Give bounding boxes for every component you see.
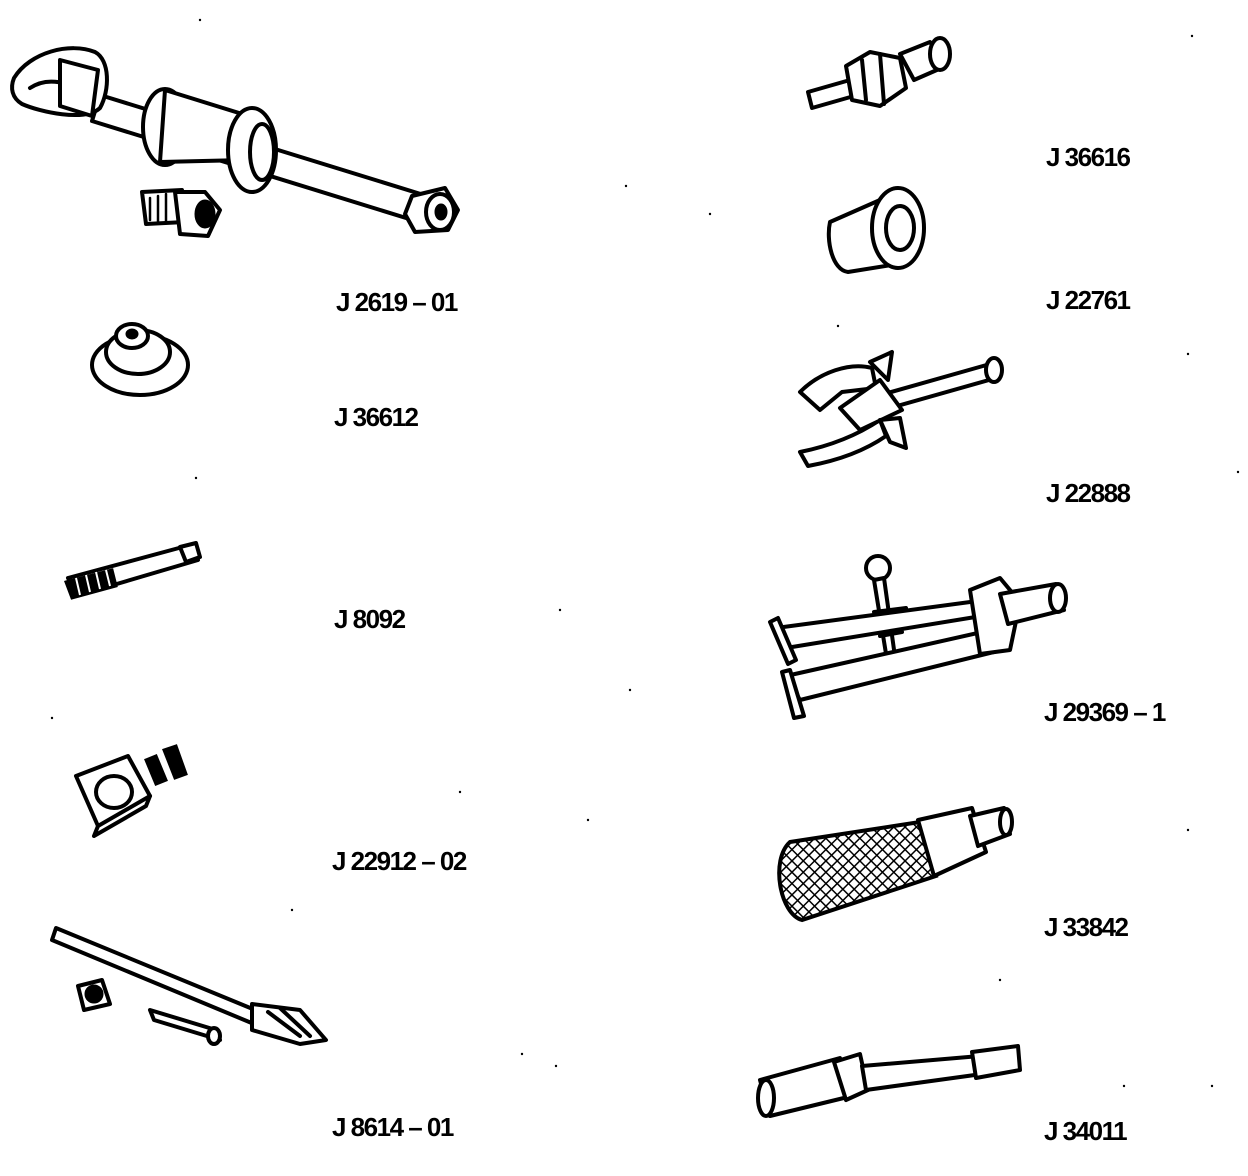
washer-adapter-drawing: [90, 322, 190, 397]
knurled-driver-drawing: [777, 806, 1014, 923]
tool-label-j8092: J 8092: [334, 604, 406, 634]
tool-label-j34011: J 34011: [1044, 1116, 1128, 1146]
holding-tool-drawing: [50, 926, 328, 1046]
tool-label-j36612: J 36612: [334, 402, 419, 432]
fitting-adapter-drawing: [806, 36, 952, 110]
slide-hammer-drawing: [10, 46, 460, 238]
tool-label-j2619: J 2619 – 01: [336, 287, 458, 317]
tool-label-j22912: J 22912 – 02: [332, 846, 467, 876]
cup-adapter-drawing: [826, 186, 926, 274]
tool-label-j22761: J 22761: [1046, 285, 1131, 315]
installer-tool-drawing: [756, 1044, 1022, 1118]
remover-bridge-drawing: [768, 554, 1068, 720]
tool-label-j36616: J 36616: [1046, 142, 1131, 172]
tool-label-j8614: J 8614 – 01: [332, 1112, 454, 1142]
tool-label-j22888: J 22888: [1046, 478, 1131, 508]
tool-label-j33842: J 33842: [1044, 912, 1129, 942]
threaded-handle-drawing: [64, 541, 202, 600]
tool-label-j29369: J 29369 – 1: [1044, 697, 1166, 727]
bearing-separator-drawing: [74, 744, 188, 838]
puller-drawing: [798, 350, 1004, 468]
